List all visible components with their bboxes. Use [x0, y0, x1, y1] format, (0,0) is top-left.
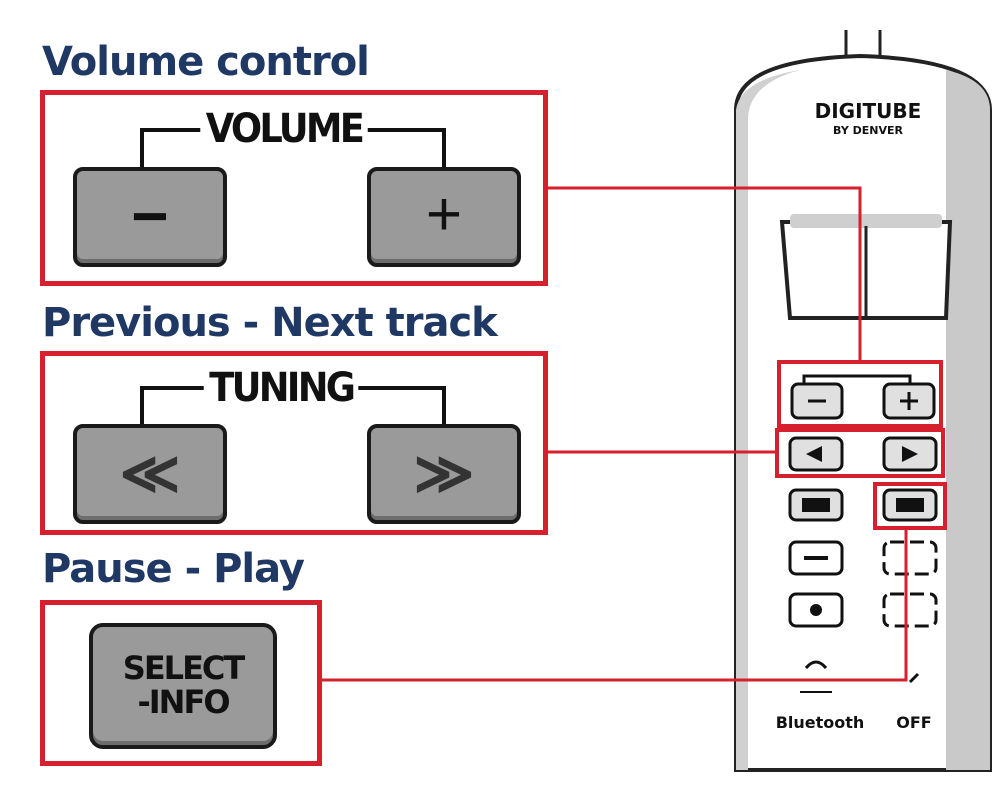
track-heading: Previous - Next track: [42, 300, 498, 346]
remote-display-shade: [790, 214, 942, 228]
volume-callout-box: VOLUME − +: [40, 90, 548, 286]
remote-bluetooth-symbol: [804, 660, 828, 670]
remote-off-label: OFF: [896, 713, 931, 732]
remote-button-row4-right: [882, 592, 938, 628]
remote-brand-subtext: BY DENVER: [833, 124, 903, 137]
remote-brand-text: DIGITUBE: [815, 99, 922, 123]
pause-play-heading: Pause - Play: [42, 546, 305, 592]
remote-left-shade: [736, 70, 800, 770]
previous-track-button[interactable]: ≪: [73, 424, 227, 524]
volume-bracket-label: VOLUME: [200, 109, 368, 149]
remote-next-mark: [902, 446, 918, 462]
remote-volume-bracket: [802, 374, 912, 384]
remote-select-highlight: [873, 482, 947, 530]
remote-prev-mark: [806, 446, 822, 462]
tuning-bracket-label: TUNING: [203, 368, 359, 408]
remote-side-shade: [946, 70, 990, 770]
previous-icon: ≪: [119, 441, 181, 506]
track-callout-box: TUNING ≪ ≫: [40, 351, 548, 535]
plus-icon: +: [425, 180, 463, 249]
pause-play-callout-box: SELECT -INFO: [40, 600, 322, 766]
next-icon: ≫: [413, 441, 475, 506]
remote-row4-left-mark: [810, 604, 822, 616]
select-connector-line: [322, 528, 908, 682]
volume-connector-line: [548, 186, 862, 362]
remote-menu-mark: [802, 498, 830, 512]
minus-icon: −: [131, 180, 169, 252]
info-label: -INFO: [137, 683, 230, 721]
volume-down-button[interactable]: −: [73, 167, 227, 267]
next-track-button[interactable]: ≫: [367, 424, 521, 524]
volume-up-button[interactable]: +: [367, 167, 521, 267]
volume-heading: Volume control: [42, 39, 370, 85]
remote-bluetooth-label: Bluetooth: [776, 713, 865, 732]
remote-select-mark: [896, 498, 924, 512]
select-label: SELECT: [122, 649, 245, 687]
remote-button-row3-right: [882, 540, 938, 576]
select-info-button[interactable]: SELECT -INFO: [89, 623, 277, 749]
remote-off-symbol: [908, 672, 920, 684]
